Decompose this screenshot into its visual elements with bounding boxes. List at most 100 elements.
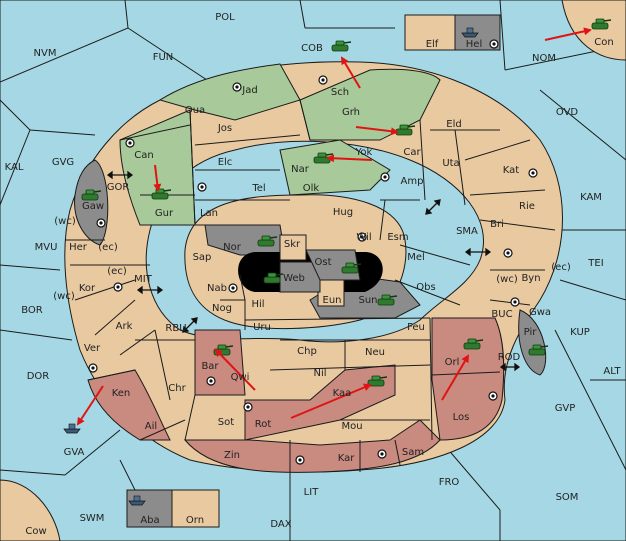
label-gvg: GVG: [52, 157, 74, 168]
label-bri: Bri: [490, 219, 504, 230]
region-green-nar: [279, 139, 391, 196]
label-lit: LIT: [304, 487, 320, 498]
label-ark: Ark: [116, 321, 133, 332]
label-con: Con: [594, 37, 613, 48]
label-byn: Byn: [521, 273, 540, 284]
label-eun: Eun: [323, 295, 342, 306]
label-elf: Elf: [426, 39, 439, 50]
label-esm: Esm: [387, 232, 408, 243]
label-feu: Feu: [407, 322, 425, 333]
label-gwa: Gwa: [529, 307, 551, 318]
label-kar: Kar: [338, 453, 356, 464]
label-mvu: MVU: [35, 242, 58, 253]
label-kal: KAL: [5, 162, 24, 173]
label-zin: Zin: [224, 450, 240, 461]
label-tel: Tel: [251, 183, 265, 194]
land-borders: [65, 99, 556, 472]
label-gaw: Gaw: [82, 201, 104, 212]
label-mel: Mel: [407, 252, 425, 263]
label-swm: SWM: [80, 513, 105, 524]
label-nog: Nog: [212, 303, 232, 314]
province-orn[interactable]: [171, 489, 220, 528]
label-jos: Jos: [217, 123, 232, 134]
label-cob: COB: [301, 43, 323, 54]
label-som: SOM: [556, 492, 579, 503]
province-labels: POL COB Elf Hel Con NVM FUN NOM OVD Jad …: [5, 12, 622, 537]
label-chp: Chp: [297, 346, 317, 357]
label-bar: Bar: [201, 361, 219, 372]
label-rot: Rot: [255, 419, 272, 430]
label-ail: Ail: [145, 421, 157, 432]
label-aba: Aba: [140, 515, 159, 526]
label-yok: Yok: [355, 147, 373, 158]
label-bor: BOR: [21, 305, 43, 316]
label-mou: Mou: [341, 421, 362, 432]
label-gvp: GVP: [555, 403, 576, 414]
label-hug: Hug: [333, 207, 353, 218]
label-chr: Chr: [168, 383, 186, 394]
label-sma: SMA: [456, 226, 478, 237]
supply-centers: [88, 39, 538, 465]
strait-arrows: [106, 170, 521, 372]
label-obs: Obs: [416, 282, 435, 293]
label-grh: Grh: [342, 107, 360, 118]
label-orn: Orn: [186, 515, 204, 526]
label-ec1: (ec): [98, 242, 118, 253]
label-jad: Jad: [241, 85, 257, 96]
label-buc: BUC: [491, 309, 512, 320]
label-fun: FUN: [153, 52, 174, 63]
label-nar: Nar: [291, 164, 310, 175]
label-nvm: NVM: [34, 48, 57, 59]
order-arrows: [76, 27, 592, 426]
label-lan: Lan: [200, 208, 218, 219]
label-sch: Sch: [331, 87, 349, 98]
label-kaa: Kaa: [333, 388, 352, 399]
label-skr: Skr: [284, 239, 301, 250]
label-amp: Amp: [401, 176, 424, 187]
label-qwi: Qwi: [231, 372, 250, 383]
label-kor: Kor: [79, 283, 96, 294]
label-uta: Uta: [442, 158, 459, 169]
label-nor: Nor: [223, 242, 242, 253]
label-dax: DAX: [270, 519, 291, 530]
label-kam: KAM: [580, 192, 602, 203]
label-elc: Elc: [218, 157, 233, 168]
label-orl: Orl: [445, 357, 460, 368]
label-nil: Nil: [313, 368, 326, 379]
label-wc2: (wc): [496, 274, 518, 285]
region-red-orl: [431, 317, 505, 441]
label-alt: ALT: [603, 366, 621, 377]
label-ovd: OVD: [556, 107, 579, 118]
label-uru: Uru: [253, 322, 271, 333]
region-red-rot: [244, 364, 396, 441]
label-dor: DOR: [27, 371, 50, 382]
province-pir[interactable]: [518, 309, 547, 376]
label-hil: Hil: [251, 299, 264, 310]
label-car: Car: [403, 147, 421, 158]
label-ec2: (ec): [107, 266, 127, 277]
label-can: Can: [134, 150, 153, 161]
label-nab: Nab: [207, 283, 227, 294]
label-qua: Qua: [185, 105, 205, 116]
label-tei: TEI: [587, 258, 603, 269]
region-red-ken: [87, 369, 171, 441]
label-ver: Ver: [84, 343, 101, 354]
label-ken: Ken: [112, 388, 131, 399]
label-wil: Wil: [356, 232, 371, 243]
label-pol: POL: [215, 12, 235, 23]
label-ost: Ost: [314, 257, 331, 268]
label-wc1: (wc): [54, 216, 76, 227]
label-sun: Sun: [358, 295, 377, 306]
label-rbu: RBU: [165, 323, 186, 334]
province-elf[interactable]: [404, 14, 456, 51]
label-pir: Pir: [524, 327, 538, 338]
label-hel: Hel: [466, 39, 482, 50]
label-gva: GVA: [64, 447, 85, 458]
label-kup: KUP: [570, 327, 590, 338]
label-rod: ROD: [498, 352, 521, 363]
label-olk: Olk: [303, 183, 320, 194]
label-los: Los: [453, 412, 470, 423]
label-sot: Sot: [218, 417, 234, 428]
